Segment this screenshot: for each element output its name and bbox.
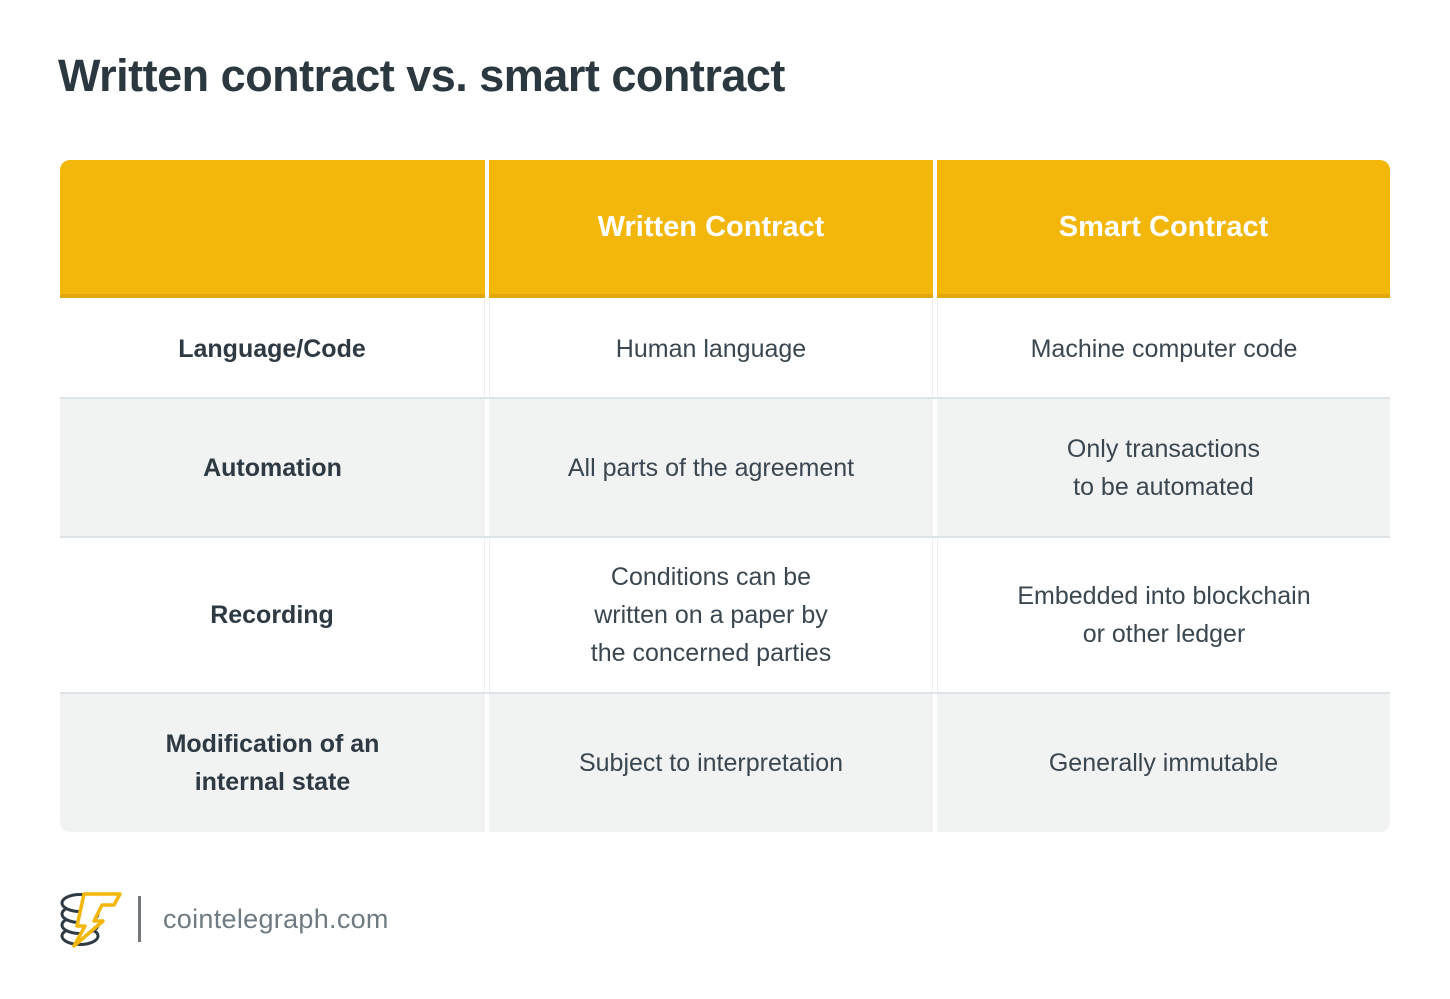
table-header-row: Written Contract Smart Contract [60,160,1390,298]
table-row-language-code: Language/Code Human language Machine com… [60,300,1390,397]
table-row-recording: Recording Conditions can be written on a… [60,536,1390,692]
comparison-table: Written Contract Smart Contract Language… [60,160,1390,832]
smart-contract-cell: Embedded into blockchain or other ledger [937,538,1390,692]
written-contract-cell: All parts of the agreement [489,399,933,536]
smart-contract-cell: Only transactions to be automated [937,399,1390,536]
row-label: Recording [60,538,485,692]
table-row-modification: Modification of an internal state Subjec… [60,692,1390,832]
footer-site-text: cointelegraph.com [163,903,389,934]
footer: cointelegraph.com [58,888,389,950]
smart-contract-cell: Machine computer code [937,300,1390,397]
header-cell-empty [60,160,485,298]
lightning-bolt-icon [72,892,122,948]
row-label: Language/Code [60,300,485,397]
smart-contract-cell: Generally immutable [937,694,1390,832]
page-title: Written contract vs. smart contract [58,50,785,101]
written-contract-cell: Subject to interpretation [489,694,933,832]
footer-divider [138,896,141,942]
written-contract-cell: Conditions can be written on a paper by … [489,538,933,692]
table-row-automation: Automation All parts of the agreement On… [60,397,1390,536]
row-label: Modification of an internal state [60,694,485,832]
written-contract-cell: Human language [489,300,933,397]
header-cell-smart-contract: Smart Contract [937,160,1390,298]
row-label: Automation [60,399,485,536]
cointelegraph-logo-icon [60,892,122,948]
header-cell-written-contract: Written Contract [489,160,933,298]
